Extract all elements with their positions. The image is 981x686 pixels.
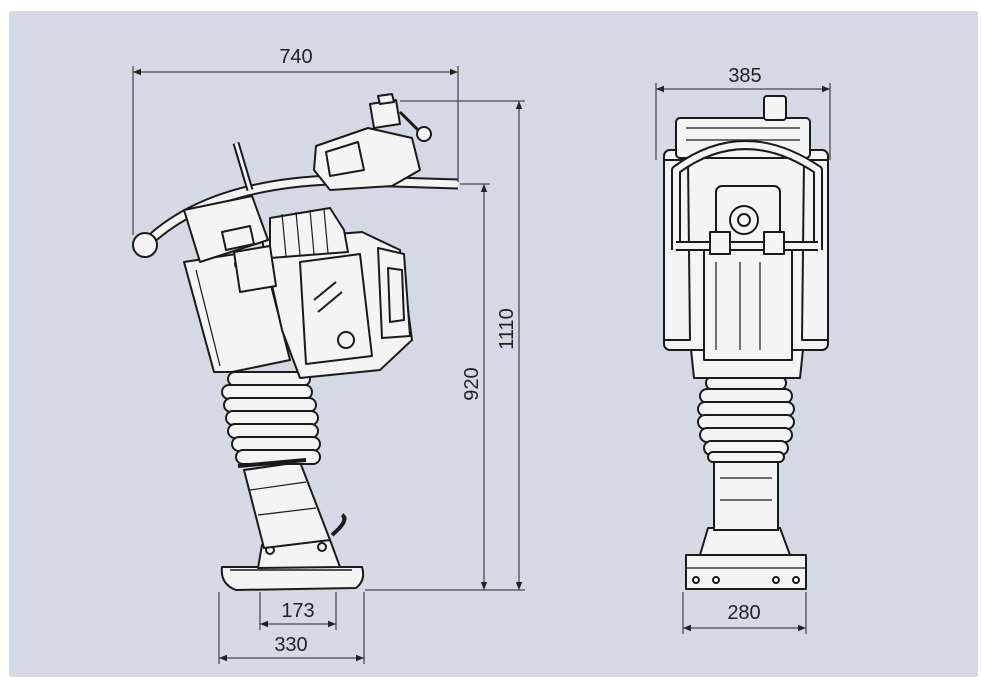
side-view xyxy=(132,93,459,591)
front-view xyxy=(663,95,829,590)
dim-label-plate-inner: 173 xyxy=(281,600,314,622)
dim-label-overall-length: 740 xyxy=(279,46,312,68)
side-foot-plate xyxy=(220,566,365,591)
dim-label-overall-height: 1110 xyxy=(496,308,518,350)
dim-label-plate-width: 280 xyxy=(727,602,760,624)
front-bellows xyxy=(697,375,795,463)
dim-label-handle-height: 920 xyxy=(461,367,483,400)
front-leg xyxy=(713,459,779,531)
side-bellows xyxy=(221,371,321,468)
dim-label-width: 385 xyxy=(728,65,761,87)
side-leg xyxy=(243,461,331,549)
front-foot-plate xyxy=(685,554,807,590)
dim-label-plate-length: 330 xyxy=(274,634,307,656)
dimension-lines xyxy=(132,66,831,664)
